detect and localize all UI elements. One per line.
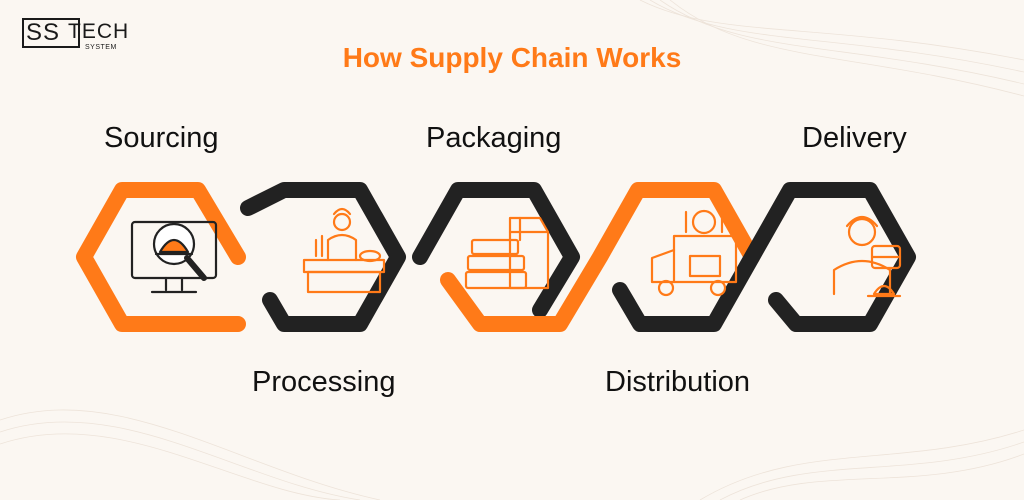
chain-link-distribution xyxy=(440,182,760,332)
delivery-person-icon xyxy=(832,215,902,298)
food-truck-icon xyxy=(650,209,738,297)
logo-system-text: SYSTEM xyxy=(85,44,117,51)
step-label-delivery: Delivery xyxy=(802,122,907,154)
food-containers-bag-icon xyxy=(464,216,550,290)
step-label-processing: Processing xyxy=(252,366,396,398)
logo-tech-text: TECH xyxy=(68,20,130,43)
chef-cooking-icon xyxy=(302,207,386,294)
logo-frame xyxy=(22,18,80,48)
step-label-packaging: Packaging xyxy=(426,122,562,154)
step-label-distribution: Distribution xyxy=(605,366,751,398)
page-title: How Supply Chain Works xyxy=(342,42,682,73)
brand-logo: SS TECH SYSTEM xyxy=(22,18,128,54)
chain-link-processing xyxy=(240,182,406,332)
chain-link-packaging xyxy=(412,182,580,318)
logo-ss-text: SS xyxy=(26,19,61,46)
monitor-magnifier-cloche-icon xyxy=(130,220,218,294)
chain-link-delivery xyxy=(612,182,916,332)
chain-link-sourcing xyxy=(76,182,246,332)
step-label-sourcing: Sourcing xyxy=(104,122,219,154)
